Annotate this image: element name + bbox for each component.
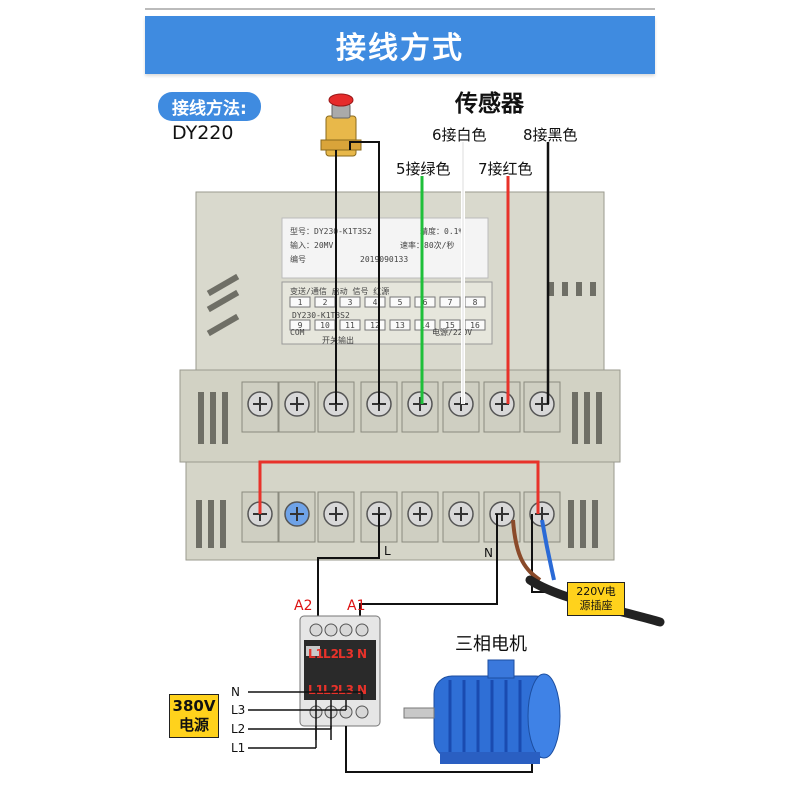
terminal-L-label: L (384, 544, 391, 558)
spec-rate: 速率：80次/秒 (400, 240, 454, 250)
legend-number: 9 (298, 321, 303, 330)
coil-a1-label: A1 (347, 598, 366, 614)
terms-top-terminal (483, 381, 521, 433)
contactor-top-label: L2 (323, 647, 339, 661)
contactor-bottom-label: L1 (308, 683, 324, 697)
contactor-screw (309, 623, 323, 637)
motor-label: 三相电机 (455, 634, 527, 655)
terms-top-terminal (401, 381, 439, 433)
sensor-title: 传感器 (455, 91, 524, 117)
page-title: 接线方式 (145, 16, 655, 74)
terminal-row-bottom (241, 491, 561, 543)
legend-number: 15 (445, 321, 455, 330)
wire-N (359, 514, 498, 620)
power-input-lines (248, 691, 363, 749)
power-input-L3: L3 (231, 703, 246, 717)
power-380v-label: 380V 电源 (169, 694, 219, 738)
legend-number: 7 (448, 298, 453, 307)
terminal-row-top (241, 381, 561, 433)
contactor-top-label: N (357, 647, 367, 661)
legend-number: 11 (345, 321, 355, 330)
power-input-N: N (231, 685, 240, 699)
legend-number: 4 (373, 298, 378, 307)
legend-number: 5 (398, 298, 403, 307)
terms-top-terminal (523, 381, 561, 433)
contactor-screw (355, 623, 369, 637)
terms-bottom-terminal (317, 491, 355, 543)
legend-model: DY230-K1T3S2 (292, 311, 350, 320)
terms-bottom-terminal (523, 491, 561, 543)
coil-a2-label: A2 (294, 598, 313, 614)
wire-8-label: 8接黑色 (523, 126, 578, 144)
wire-6-label: 6接白色 (432, 126, 487, 144)
spec-serial-key: 编号 (290, 254, 306, 264)
contactor-bottom-label: N (357, 683, 367, 697)
legend-number: 1 (298, 298, 303, 307)
spec-model: 型号：DY230-K1T3S2 (290, 227, 372, 236)
wire-5-label: 5接绿色 (396, 160, 451, 178)
push-button-icon (320, 93, 362, 157)
legend-number: 13 (395, 321, 405, 330)
wire-L (317, 514, 380, 620)
contactor-screw (355, 705, 369, 719)
wire-jumper (258, 460, 540, 514)
legend-number: 3 (348, 298, 353, 307)
legend-number: 2 (323, 298, 328, 307)
legend-number: 12 (370, 321, 380, 330)
contactor-bottom-label: L3 (338, 683, 354, 697)
terms-top-terminal (278, 381, 316, 433)
spec-precision: 精度：0.1% (420, 226, 463, 236)
spec-input: 输入：20MV (290, 240, 333, 250)
legend-number: 8 (473, 298, 478, 307)
contactor-screw (339, 623, 353, 637)
legend-number: 14 (420, 321, 430, 330)
spec-serial: 2019090133 (360, 255, 408, 264)
legend-power: 电源/220V (432, 327, 472, 337)
legend-output: 开关输出 (322, 335, 354, 345)
motor-icon (403, 659, 561, 764)
wire-button-2 (349, 141, 380, 404)
terms-bottom-terminal (278, 491, 316, 543)
power-input-L2: L2 (231, 722, 246, 736)
method-label: 接线方法: (158, 92, 261, 121)
legend-number: 6 (423, 298, 428, 307)
spec-label: 型号：DY230-K1T3S2 精度：0.1% 输入：20MV 速率：80次/秒… (281, 217, 489, 279)
model-number: DY220 (172, 122, 234, 144)
terms-top-terminal (241, 381, 279, 433)
top-divider (145, 8, 655, 10)
legend-header: 变送/通信 启动 信号 红源 (290, 286, 389, 296)
legend-number: 10 (320, 321, 330, 330)
contactor-top-label: L3 (338, 647, 354, 661)
power-input-L1: L1 (231, 741, 246, 755)
terminal-N-label: N (484, 546, 493, 560)
contactor-top-label: L1 (308, 647, 324, 661)
terms-bottom-terminal (401, 491, 439, 543)
legend-number: 16 (470, 321, 480, 330)
socket-label: 220V电 源插座 (567, 582, 625, 616)
legend-com: COM (290, 328, 305, 337)
wire-7-label: 7接红色 (478, 160, 533, 178)
contactor-screw (324, 623, 338, 637)
terms-bottom-terminal (442, 491, 480, 543)
contactor-bottom-label: L2 (323, 683, 339, 697)
